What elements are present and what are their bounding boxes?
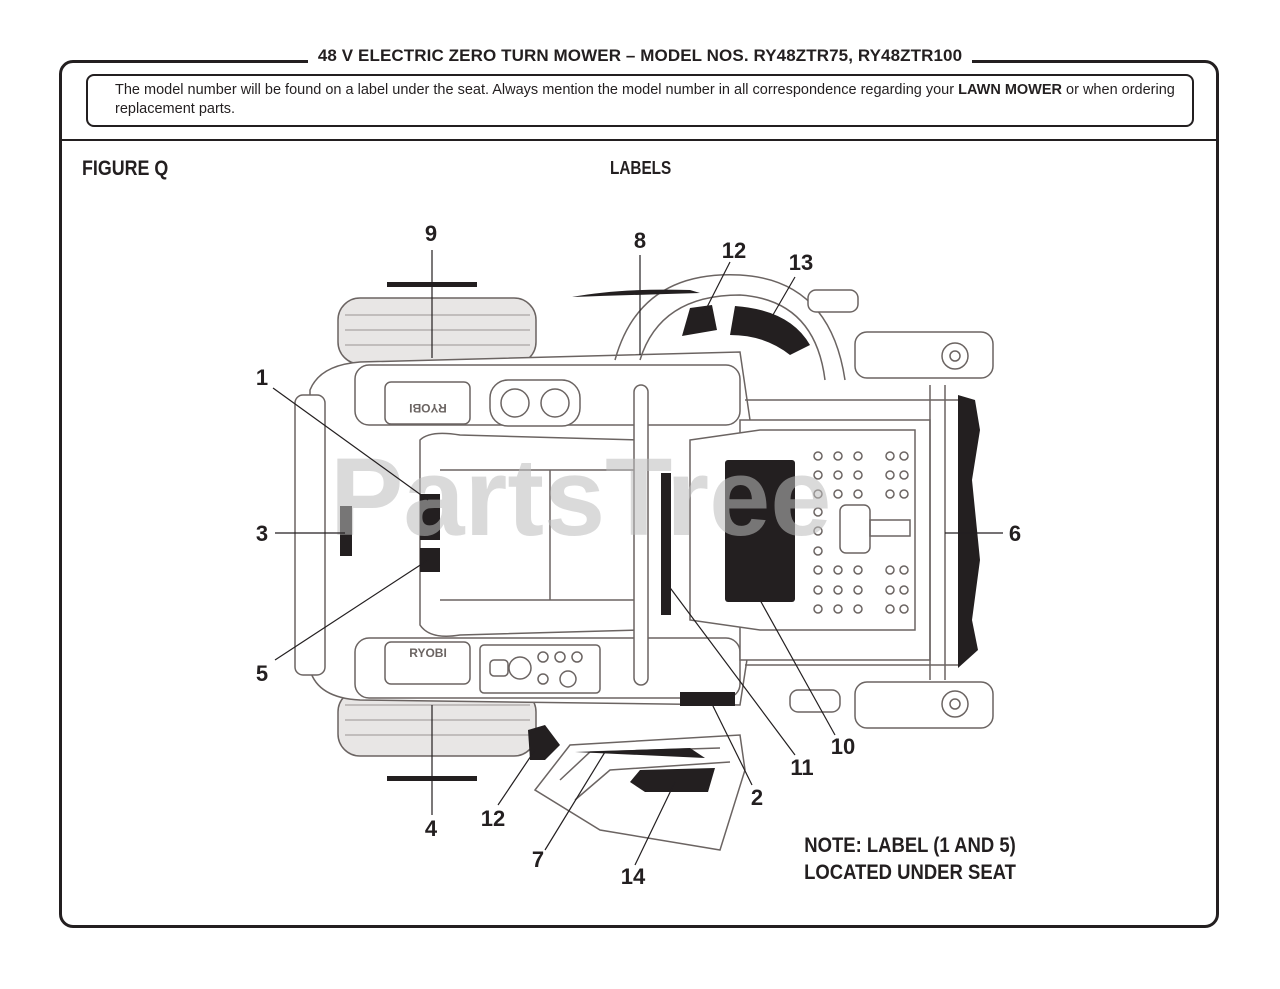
note-line-2: LOCATED UNDER SEAT	[804, 861, 1016, 884]
callout-1: 1	[256, 365, 268, 390]
callout-10: 10	[831, 734, 855, 759]
callout-8: 8	[634, 228, 646, 253]
callout-13: 13	[789, 250, 813, 275]
label-12-bottom-decal	[528, 725, 560, 760]
label-11-decal	[661, 473, 671, 615]
label-5-decal	[420, 548, 440, 572]
intro-text: The model number will be found on a labe…	[115, 82, 959, 98]
label-8-decal	[572, 289, 700, 297]
control-panel	[479, 644, 601, 694]
figure-label: FIGURE Q	[82, 157, 169, 180]
callout-14: 14	[621, 864, 646, 889]
front-caster-bottom	[854, 681, 994, 729]
note-line-1: NOTE: LABEL (1 AND 5)	[804, 834, 1016, 857]
intro-bold: LAWN MOWER	[958, 82, 1063, 98]
ryobi-brand-top: RYOBI	[409, 401, 447, 415]
callout-2: 2	[751, 785, 763, 810]
header-divider	[59, 139, 1219, 141]
header: 48 V ELECTRIC ZERO TURN MOWER – MODEL NO…	[0, 46, 1280, 66]
tire-tread	[345, 314, 530, 736]
leader-lines	[272, 250, 1003, 866]
figure-title: LABELS	[610, 158, 672, 178]
label-2-decal	[680, 692, 735, 706]
callout-12-top: 12	[722, 238, 746, 263]
discharge-chute	[614, 274, 846, 381]
label-3-decal	[340, 506, 352, 556]
caster-mount	[839, 504, 871, 554]
label-13-decal	[730, 306, 810, 355]
callout-5: 5	[256, 661, 268, 686]
control-lever	[633, 384, 649, 686]
callout-12-bottom: 12	[481, 806, 505, 831]
mower-outline	[294, 274, 994, 851]
page-title: 48 V ELECTRIC ZERO TURN MOWER – MODEL NO…	[307, 46, 973, 66]
callout-7: 7	[532, 847, 544, 872]
platform-rivets	[813, 451, 909, 614]
rear-bumper	[294, 394, 326, 676]
callout-6: 6	[1009, 521, 1021, 546]
front-caster-top	[854, 331, 994, 379]
callout-4: 4	[425, 816, 438, 841]
label-6-decal	[958, 395, 980, 668]
label-1-decal	[420, 494, 440, 540]
callout-11: 11	[790, 755, 813, 780]
callout-9: 9	[425, 221, 437, 246]
ryobi-brand-bottom: RYOBI	[409, 646, 447, 660]
intro-text-2: or when ordering replacement parts.	[115, 82, 1175, 117]
label-10-decal	[725, 460, 795, 602]
battery-cover-bottom	[384, 641, 471, 685]
label-decals	[340, 282, 980, 792]
battery-cover-top	[384, 381, 471, 425]
label-14-decal	[630, 768, 715, 792]
callout-3: 3	[256, 521, 268, 546]
label-12-top-decal	[682, 305, 717, 336]
rear-tire-top	[337, 297, 537, 365]
cup-holder	[489, 379, 581, 427]
watermark: PartsTree	[330, 436, 831, 559]
intro-box: The model number will be found on a labe…	[86, 74, 1194, 127]
label-7-decal	[575, 748, 705, 758]
note: NOTE: LABEL (1 AND 5) LOCATED UNDER SEAT	[796, 832, 1025, 886]
